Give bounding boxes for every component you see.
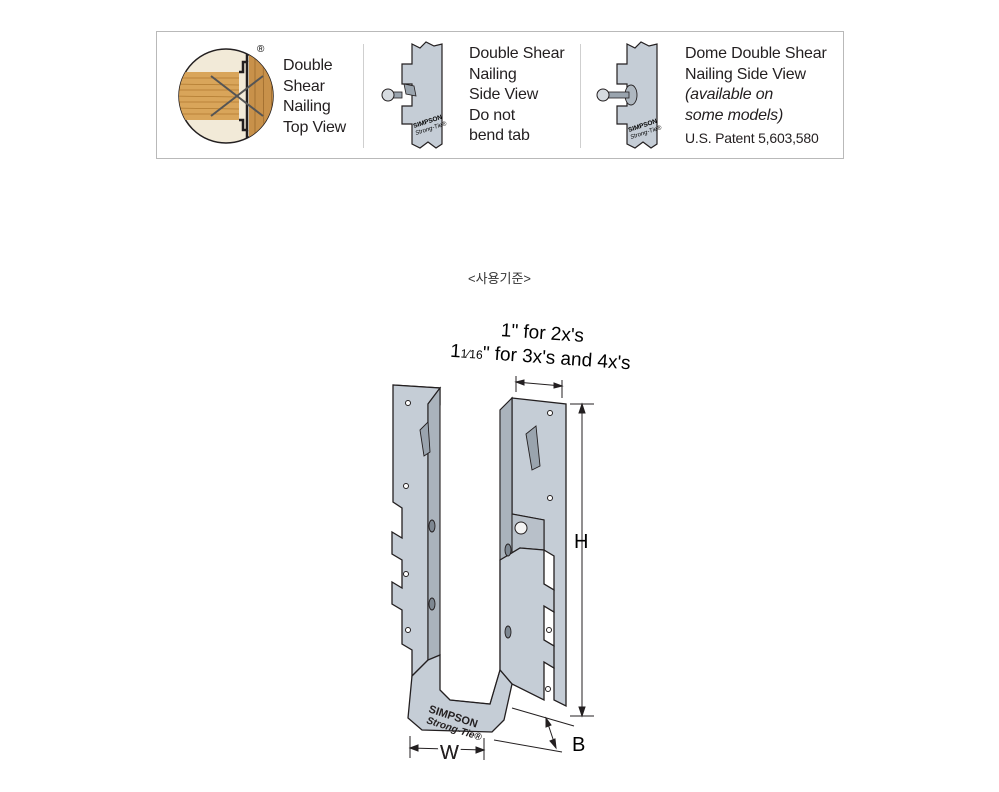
- registered-mark: ®: [257, 44, 265, 55]
- hanger-seat-outline: [239, 60, 249, 132]
- nail-holes: [403, 400, 553, 692]
- legend-text-dome-view: Dome Double Shear Nailing Side View (ava…: [685, 44, 827, 149]
- nail-head-shape: [596, 88, 610, 102]
- width-label: W: [440, 742, 459, 764]
- legend-line: some models): [685, 106, 784, 124]
- legend-text-top-view: Double Shear Nailing Top View: [283, 56, 346, 138]
- legend-line: Double Shear: [469, 45, 565, 62]
- side-view-illustration: SIMPSON Strong-Tie®: [381, 41, 448, 149]
- legend-divider: [580, 44, 581, 148]
- legend-line: bend tab: [469, 127, 530, 144]
- legend-line: Nailing Side View: [685, 65, 806, 83]
- nail-tab-shape: [419, 420, 431, 457]
- usage-caption: <사용기준>: [467, 271, 532, 286]
- height-label: H: [574, 531, 588, 553]
- legend-line: Shear: [283, 77, 325, 95]
- dome-view-illustration: SIMPSON Strong-Tie®: [596, 41, 663, 149]
- width-label-text: W: [440, 742, 459, 764]
- legend-line: Top View: [283, 118, 347, 136]
- legend-line: (available on: [685, 86, 774, 103]
- legend-text-side-view: Double Shear Nailing Side View Do not be…: [469, 44, 565, 147]
- legend-line: Dome Double Shear: [685, 45, 827, 62]
- width-dimension-line: [408, 736, 486, 760]
- legend-line: Double: [283, 57, 333, 74]
- legend-panel-dome-view: SIMPSON Strong-Tie® Dome Double Shear Na…: [581, 32, 843, 158]
- nail-tab-shape: [403, 83, 417, 97]
- legend-line: Nailing: [283, 98, 331, 115]
- legend-line: Nailing: [469, 65, 517, 83]
- legend-line: Side View: [469, 86, 539, 103]
- nail-tab-shape: [525, 425, 541, 471]
- legend-panel-top-view: ® Double Shear Nailing Top View: [157, 32, 363, 158]
- depth-label: B: [572, 734, 585, 756]
- legend-line: Do not: [469, 106, 515, 124]
- legend-box: ® Double Shear Nailing Top View SIMPSON …: [156, 31, 844, 159]
- hanger-plate-shape: [401, 41, 443, 149]
- nail-shape: [210, 75, 264, 117]
- nail-head-shape: [381, 88, 395, 102]
- dimension-label-width-3x4x: 11⁄16" for 3x's and 4x's: [450, 341, 632, 375]
- dimension-label-width-2x: 1" for 2x's: [500, 320, 585, 347]
- patent-number: U.S. Patent 5,603,580: [685, 130, 819, 146]
- depth-dimension-line: [493, 707, 575, 753]
- legend-divider: [363, 44, 364, 148]
- top-view-illustration: ®: [178, 44, 274, 144]
- flange-dimension-line: [514, 376, 564, 398]
- legend-panel-side-view: SIMPSON Strong-Tie® Double Shear Nailing…: [364, 32, 580, 158]
- height-dimension-line: [570, 402, 594, 718]
